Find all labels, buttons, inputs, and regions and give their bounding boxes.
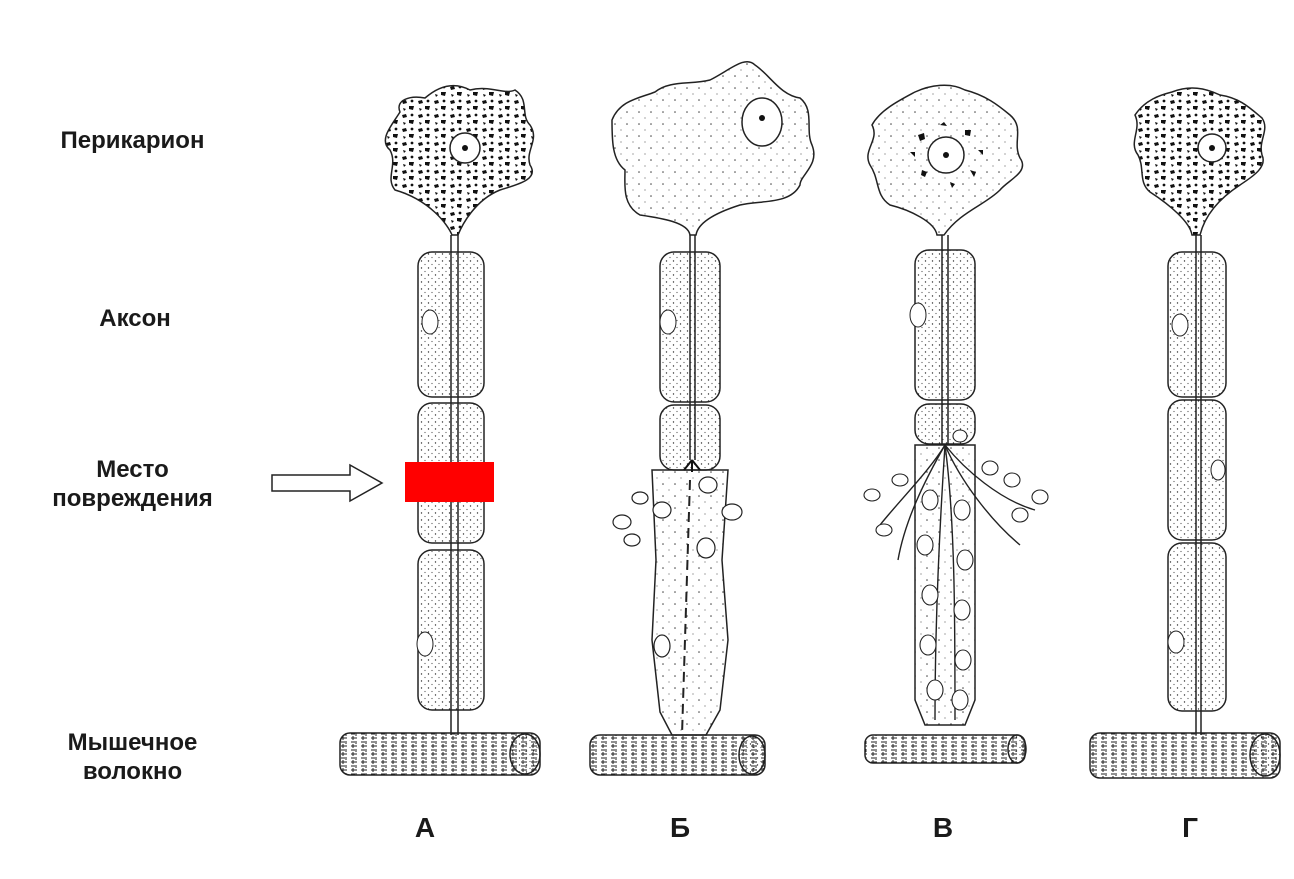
perikaryon-b bbox=[612, 62, 814, 235]
neuron-b bbox=[590, 62, 814, 775]
neuron-v bbox=[864, 85, 1048, 763]
neuron-g bbox=[1090, 88, 1280, 778]
injury-arrow bbox=[272, 465, 382, 501]
nucleus-b bbox=[742, 98, 782, 146]
perikaryon-g bbox=[1134, 88, 1265, 235]
injury-marker bbox=[405, 462, 494, 502]
neuron-a bbox=[340, 86, 540, 775]
